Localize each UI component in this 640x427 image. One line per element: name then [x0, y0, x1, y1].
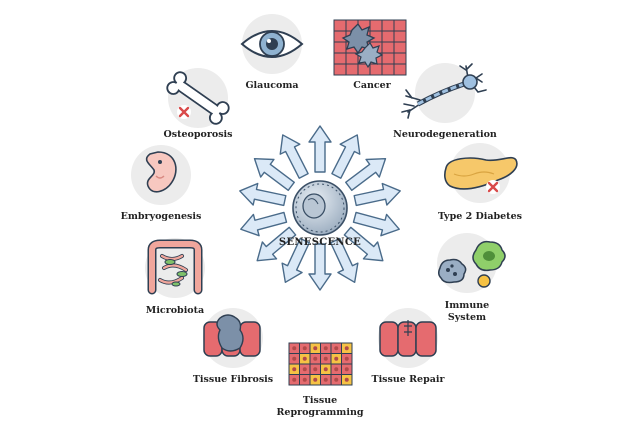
label-microbiota: Microbiota — [146, 305, 204, 316]
cell — [381, 30, 395, 43]
cell — [333, 19, 347, 32]
cell-nucleus — [292, 346, 297, 351]
tissue-fibrosis-icon — [203, 308, 263, 368]
pancreas-icon — [444, 143, 518, 203]
cell-nucleus — [302, 356, 307, 361]
arrow — [240, 211, 288, 237]
cell-nucleus — [344, 346, 349, 351]
cell — [381, 19, 395, 32]
arrow — [345, 157, 387, 192]
bone-icon — [166, 68, 230, 128]
cell-nucleus — [344, 356, 349, 361]
cancer-cells-icon — [333, 19, 407, 76]
cell-nucleus — [313, 367, 318, 372]
label-tissue-repair: Tissue Repair — [372, 374, 446, 385]
cell-nucleus — [302, 346, 307, 351]
cell — [333, 63, 347, 76]
cell-nucleus — [313, 377, 318, 382]
label-immune-line2: System — [448, 312, 486, 323]
arrow — [253, 157, 295, 192]
arrow — [239, 182, 287, 207]
arrow — [353, 182, 401, 207]
radiating-arrows — [239, 125, 401, 291]
label-reprogramming-line2: Reprogramming — [277, 407, 364, 418]
arrow — [343, 226, 384, 262]
cell-nucleus — [302, 367, 307, 372]
cell-nucleus — [323, 356, 328, 361]
cell — [345, 63, 359, 76]
cell — [333, 52, 347, 65]
cross-mark-icon — [177, 105, 191, 119]
label-embryogenesis: Embryogenesis — [121, 211, 202, 222]
cell — [381, 63, 395, 76]
arrow — [281, 237, 311, 284]
label-osteoporosis: Osteoporosis — [163, 129, 232, 140]
cell-nucleus — [292, 367, 297, 372]
neuron-icon — [401, 63, 487, 123]
cell-nucleus — [334, 356, 339, 361]
embryo-icon — [131, 145, 191, 205]
cross-mark-icon — [486, 180, 500, 194]
cell-nucleus — [344, 367, 349, 372]
cell-nucleus — [323, 346, 328, 351]
intestine-icon — [145, 238, 205, 298]
center-label: SENESCENCE — [279, 237, 361, 248]
senescent-cell-icon — [292, 180, 348, 236]
arrow — [329, 237, 359, 284]
cell — [393, 63, 407, 76]
cell — [369, 19, 383, 32]
cell — [393, 30, 407, 43]
label-tissue-fibrosis: Tissue Fibrosis — [193, 374, 273, 385]
arrow — [331, 134, 361, 179]
arrow — [256, 226, 297, 262]
tissue-repair-icon — [378, 308, 438, 368]
cell-nucleus — [313, 356, 318, 361]
arrow — [308, 125, 332, 173]
cell — [381, 41, 395, 54]
label-glaucoma: Glaucoma — [245, 80, 298, 91]
label-neurodegeneration: Neurodegeneration — [393, 129, 497, 140]
label-reprogramming-line1: Tissue — [303, 395, 337, 406]
cell-nucleus — [292, 356, 297, 361]
cell-nucleus — [313, 346, 318, 351]
arrow — [352, 211, 400, 237]
eye-icon — [240, 14, 304, 74]
cell — [393, 41, 407, 54]
cell — [381, 52, 395, 65]
arrow — [308, 243, 332, 291]
cell — [369, 63, 383, 76]
cell — [333, 41, 347, 54]
cell-nucleus — [323, 377, 328, 382]
tissue-reprogramming-icon — [288, 342, 353, 386]
cell-nucleus — [344, 377, 349, 382]
immune-cells-icon — [437, 233, 506, 293]
cell-nucleus — [334, 377, 339, 382]
cell-nucleus — [334, 346, 339, 351]
cell — [333, 30, 347, 43]
cell-nucleus — [323, 367, 328, 372]
cell — [393, 19, 407, 32]
cell — [393, 52, 407, 65]
arrow — [279, 134, 309, 179]
label-type2-diabetes: Type 2 Diabetes — [438, 211, 522, 222]
cell-nucleus — [292, 377, 297, 382]
label-cancer: Cancer — [353, 80, 391, 91]
cell-nucleus — [334, 367, 339, 372]
label-immune-line1: Immune — [445, 300, 489, 311]
cell-nucleus — [302, 377, 307, 382]
